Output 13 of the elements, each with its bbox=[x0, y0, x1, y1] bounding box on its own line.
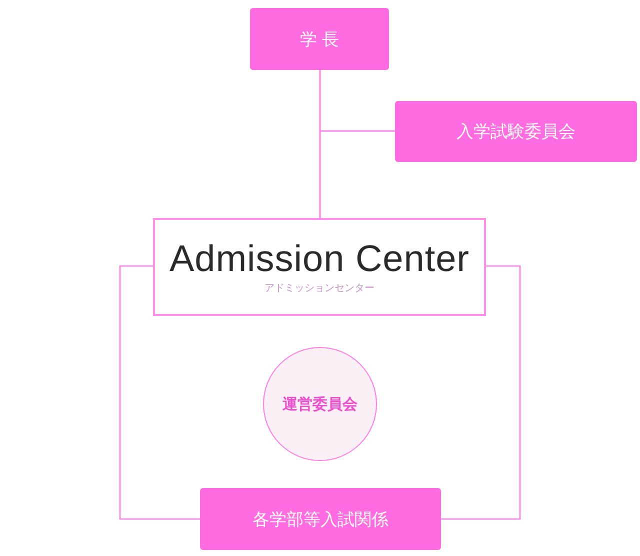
label-box bbox=[250, 8, 389, 70]
center-subtitle: アドミッションセンター bbox=[264, 282, 374, 294]
label-box bbox=[200, 488, 441, 550]
node-label: 各学部等入試関係 bbox=[252, 508, 388, 530]
node-label: 入学試験委員会 bbox=[456, 121, 576, 143]
node-label: 学 長 bbox=[300, 28, 340, 50]
connector-line bbox=[119, 265, 200, 520]
connector-line bbox=[319, 130, 395, 218]
connector-line bbox=[441, 265, 521, 520]
label-box bbox=[395, 101, 637, 162]
center-title: Admission Center bbox=[169, 240, 470, 276]
node-label: 運営委員会 bbox=[282, 394, 358, 414]
center-box bbox=[153, 218, 486, 316]
